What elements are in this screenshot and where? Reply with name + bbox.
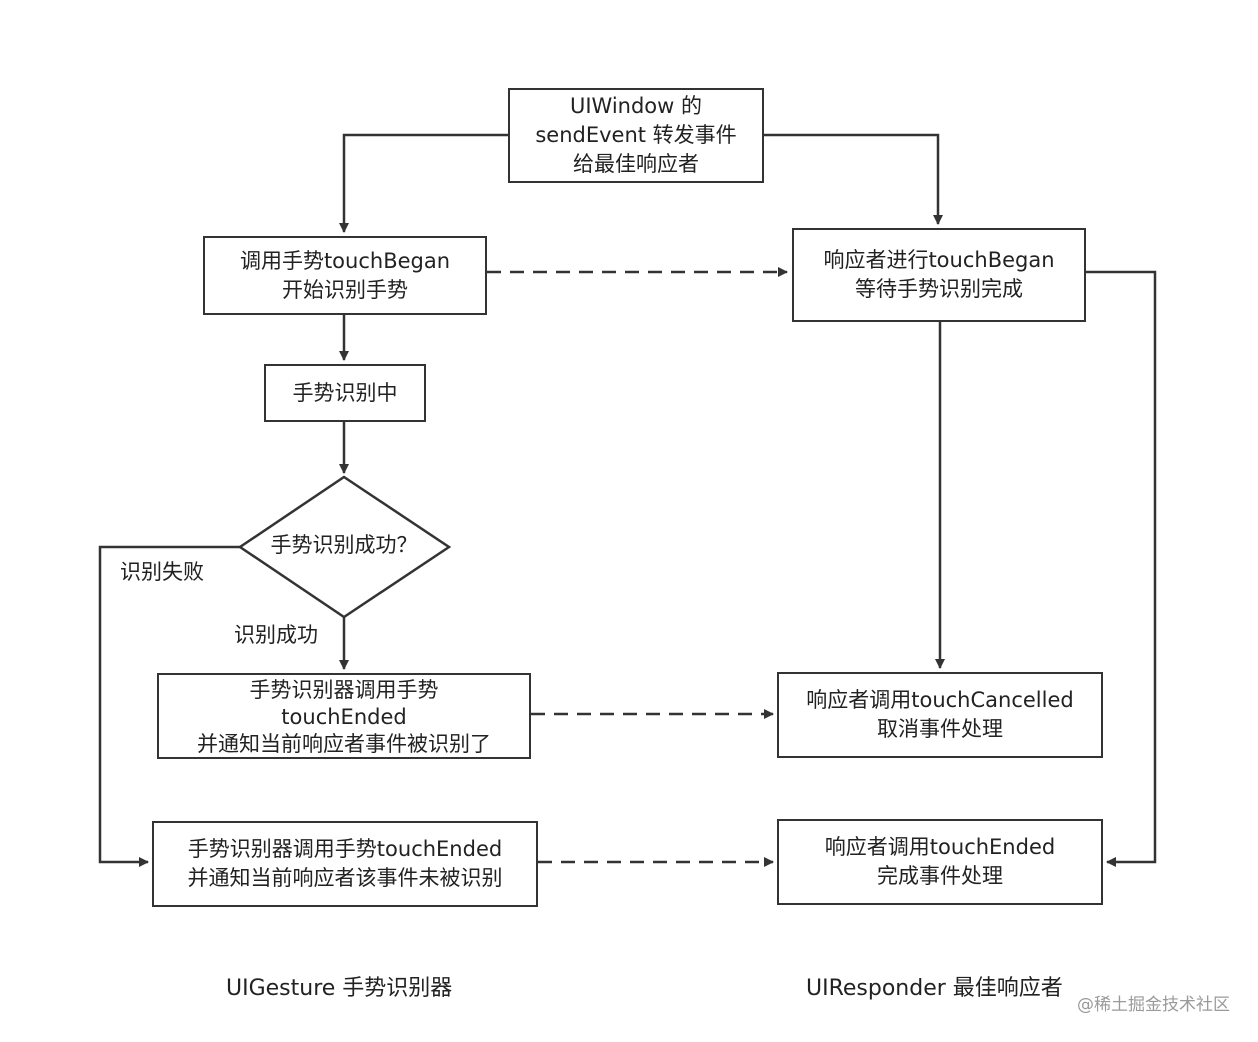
gesture-recognizing-box: 手势识别中	[264, 364, 426, 422]
node-line: 并通知当前响应者该事件未被识别	[187, 866, 503, 890]
responder-touchbegan-box: 响应者进行touchBegan 等待手势识别完成	[792, 228, 1086, 322]
gesture-touchbegan-box: 调用手势touchBegan 开始识别手势	[203, 236, 487, 315]
node-line: 手势识别器调用手势touchEnded	[187, 837, 503, 861]
node-line: 响应者进行touchBegan	[823, 248, 1055, 272]
decision-diamond	[237, 475, 452, 619]
window-sendevent-box: UIWindow 的 sendEvent 转发事件 给最佳响应者	[508, 88, 764, 183]
lane-label-responder: UIResponder 最佳响应者	[806, 976, 1063, 1001]
node-line: 等待手势识别完成	[855, 277, 1023, 301]
lane-label-gesture: UIGesture 手势识别器	[226, 976, 453, 1001]
node-line: 取消事件处理	[877, 717, 1003, 741]
edge-window-to-responder	[764, 133, 943, 225]
decision-label: 手势识别成功？	[270, 533, 418, 557]
node-line: UIWindow 的	[569, 94, 703, 118]
gesture-fail-box: 手势识别器调用手势touchEnded 并通知当前响应者该事件未被识别	[152, 821, 538, 907]
node-line: sendEvent 转发事件	[535, 123, 737, 147]
node-line: 并通知当前响应者事件被识别了	[197, 731, 491, 756]
node-line: 响应者调用touchEnded	[824, 835, 1056, 859]
node-line: 开始识别手势	[282, 277, 408, 302]
edge-decision-fail	[98, 545, 240, 867]
edge-responder-to-ended	[1086, 270, 1157, 867]
responder-cancelled-box: 响应者调用touchCancelled 取消事件处理	[777, 672, 1103, 758]
node-line: 给最佳响应者	[573, 152, 699, 176]
edge-label-fail: 识别失败	[120, 560, 204, 584]
node-line: 手势识别中	[292, 380, 398, 405]
edge-window-to-gesture	[339, 133, 508, 233]
node-line: touchEnded	[281, 704, 407, 729]
responder-ended-box: 响应者调用touchEnded 完成事件处理	[777, 819, 1103, 905]
edge-label-success: 识别成功	[234, 623, 318, 647]
node-line: 调用手势touchBegan	[239, 248, 451, 273]
node-line: 完成事件处理	[877, 864, 1003, 888]
watermark: @稀土掘金技术社区	[1077, 995, 1230, 1015]
node-line: 手势识别器调用手势	[249, 677, 439, 702]
node-line: 响应者调用touchCancelled	[806, 688, 1074, 712]
gesture-success-box: 手势识别器调用手势 touchEnded 并通知当前响应者事件被识别了	[157, 673, 531, 759]
